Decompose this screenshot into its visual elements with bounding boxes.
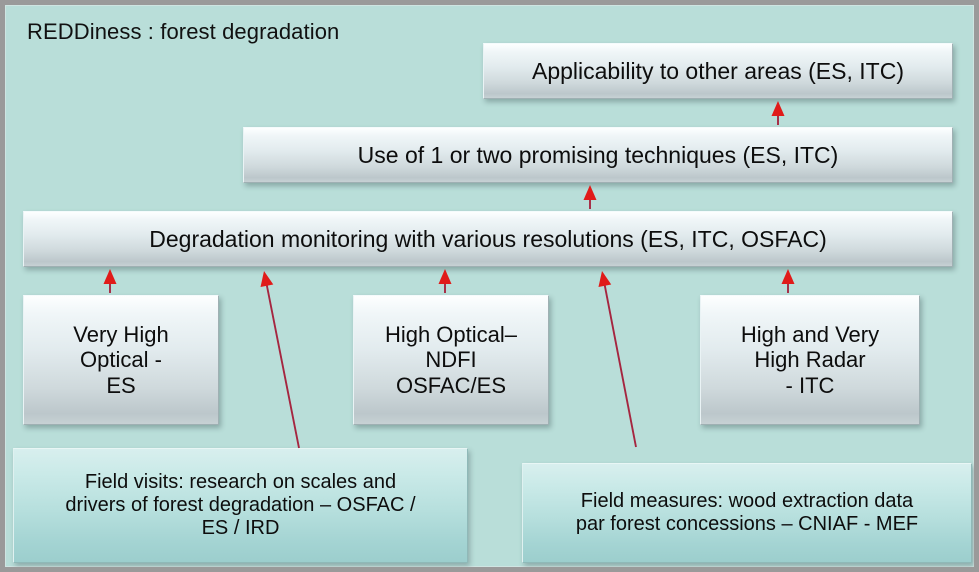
box-promising-techniques[interactable]: Use of 1 or two promising techniques (ES… [243, 127, 953, 183]
arrow-head [438, 269, 452, 284]
box-high-optical-ndfi-lines: High Optical– NDFI OSFAC/ES [375, 322, 527, 399]
line-2: Optical - [80, 347, 162, 373]
line-1: Field measures: wood extraction data [580, 489, 914, 512]
line-1: Field visits: research on scales and [84, 470, 397, 493]
line-1: High and Very [740, 321, 880, 347]
arrow-radar-to-monitoring [781, 269, 795, 293]
line-2: NDFI [425, 347, 477, 373]
arrow-head [598, 271, 612, 287]
line-3: - ITC [785, 372, 835, 398]
box-high-optical-ndfi-osfac-es[interactable]: High Optical– NDFI OSFAC/ES [353, 295, 549, 425]
box-monitoring-label: Degradation monitoring with various reso… [149, 225, 827, 252]
box-applicability-to-other-areas[interactable]: Applicability to other areas (ES, ITC) [483, 43, 953, 99]
arrow-head [103, 269, 117, 284]
line-2: par forest concessions – CNIAF - MEF [575, 513, 919, 535]
box-field-measures[interactable]: Field measures: wood extraction data par… [522, 463, 972, 563]
line-3: OSFAC/ES [395, 372, 507, 398]
line-1: High Optical– [384, 321, 518, 347]
box-field-visits[interactable]: Field visits: research on scales and dri… [13, 448, 468, 563]
arrow-shaft [265, 283, 300, 449]
arrow-field-visits-to-monitoring [260, 271, 300, 449]
box-techniques-label: Use of 1 or two promising techniques (ES… [357, 141, 839, 168]
arrow-shaft [603, 283, 637, 448]
box-high-and-very-high-radar-itc[interactable]: High and Very High Radar - ITC [700, 295, 920, 425]
box-degradation-monitoring[interactable]: Degradation monitoring with various reso… [23, 211, 953, 267]
arrow-vho-to-monitoring [103, 269, 117, 293]
box-very-high-optical-lines: Very High Optical - ES [63, 322, 178, 399]
arrow-head [260, 271, 274, 287]
arrow-field-measures-to-monitoring [598, 271, 637, 448]
box-very-high-optical-es[interactable]: Very High Optical - ES [23, 295, 219, 425]
arrow-techniques-to-applicability [771, 101, 785, 125]
line-1: Very High [73, 321, 169, 347]
arrow-monitoring-to-techniques [583, 185, 597, 209]
page-title: REDDiness : forest degradation [27, 19, 340, 44]
box-field-measures-lines: Field measures: wood extraction data par… [566, 490, 928, 536]
box-applicability-label: Applicability to other areas (ES, ITC) [532, 57, 904, 84]
line-2: drivers of forest degradation – OSFAC / [65, 493, 416, 516]
arrow-ndfi-to-monitoring [438, 269, 452, 293]
box-high-radar-lines: High and Very High Radar - ITC [731, 322, 889, 399]
line-3: ES / IRD [201, 517, 280, 540]
arrow-head [781, 269, 795, 284]
box-field-visits-lines: Field visits: research on scales and dri… [55, 471, 425, 541]
line-3: ES [106, 372, 136, 398]
arrow-head [583, 185, 597, 200]
arrow-head [771, 101, 785, 116]
line-2: High Radar [754, 347, 866, 373]
